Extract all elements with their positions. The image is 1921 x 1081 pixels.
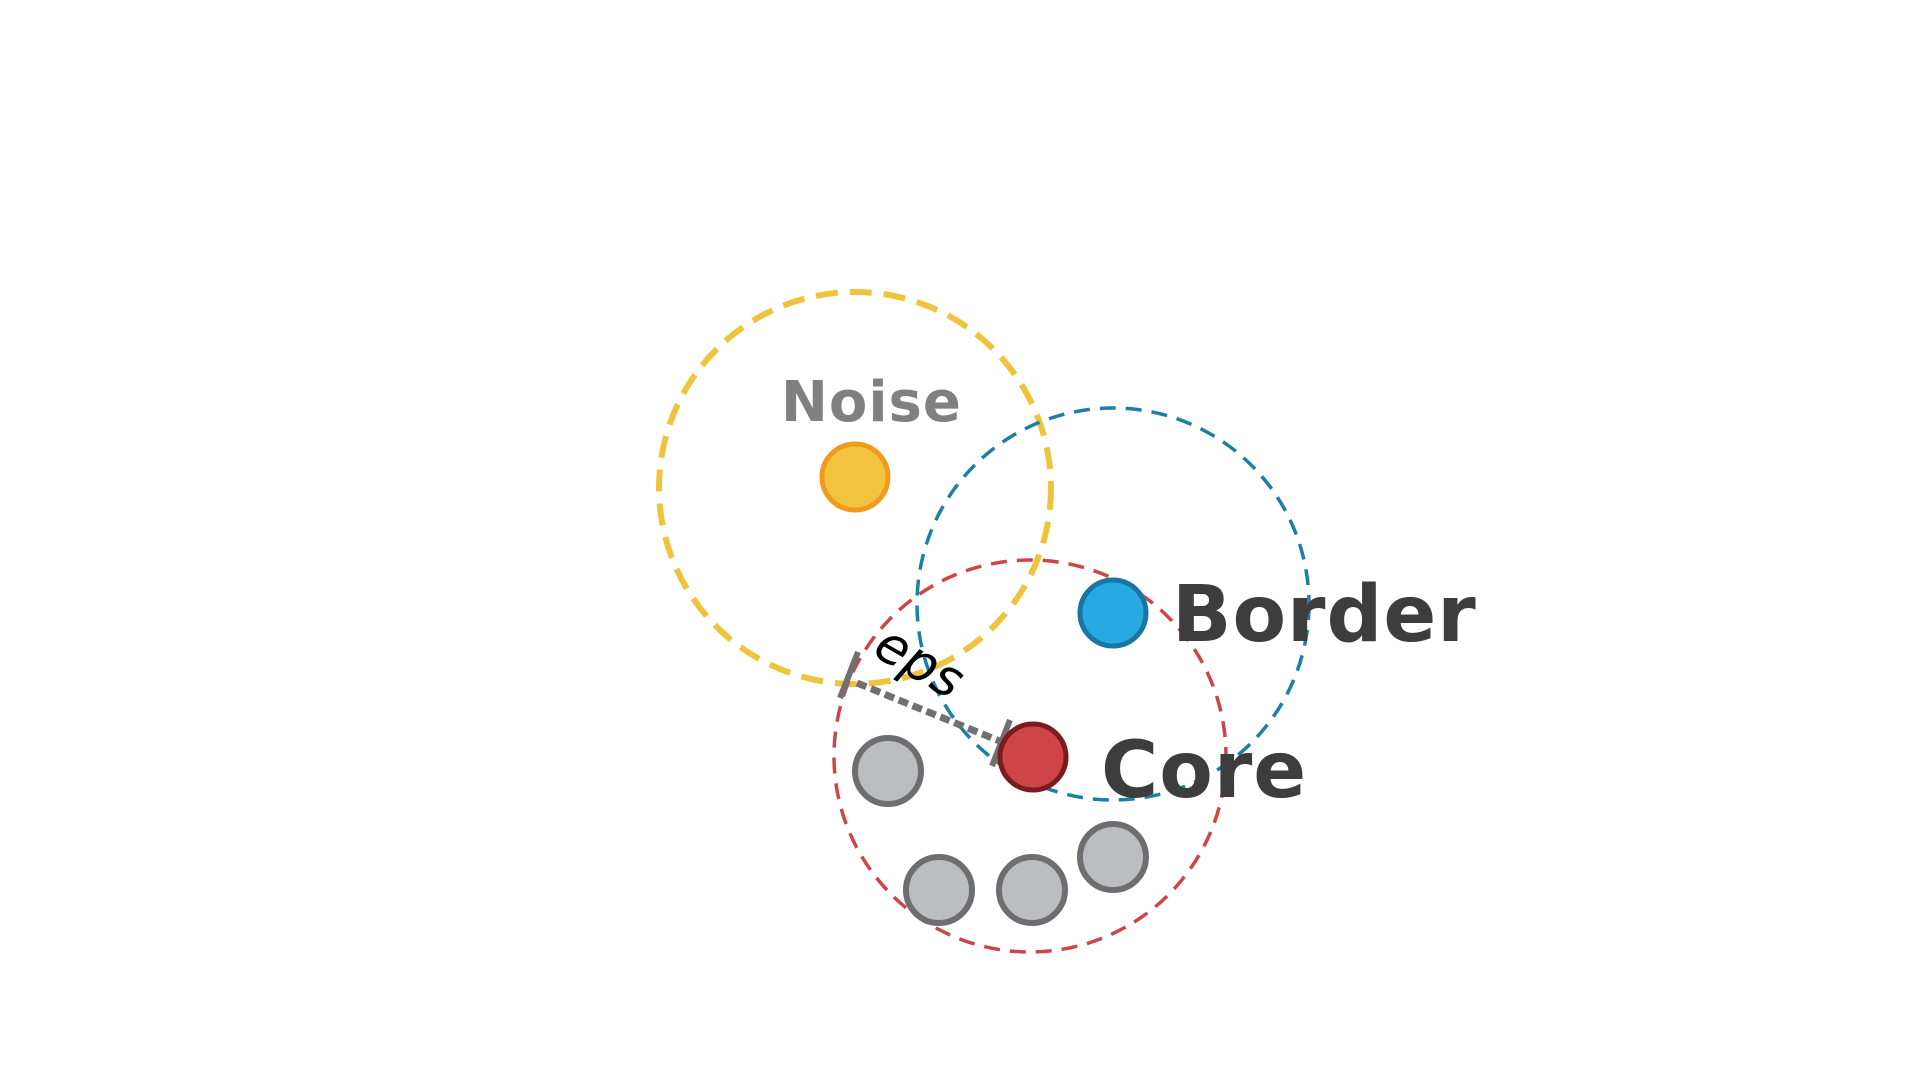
border-label: Border: [1172, 570, 1477, 660]
eps-tick-start: [837, 650, 861, 700]
core-label: Core: [1101, 726, 1307, 816]
core-point: [997, 721, 1069, 793]
noise-neighborhood-circle: [656, 289, 1054, 687]
eps-radius-line: [855, 679, 1004, 746]
border-point: [1077, 577, 1149, 649]
border-neighborhood-circle: [915, 406, 1311, 802]
noise-point: [819, 441, 891, 513]
cluster-point: [903, 854, 975, 926]
noise-label: Noise: [781, 370, 962, 435]
cluster-point: [1077, 821, 1149, 893]
cluster-point: [852, 735, 924, 807]
cluster-point: [996, 854, 1068, 926]
core-neighborhood-circle: [832, 558, 1228, 954]
